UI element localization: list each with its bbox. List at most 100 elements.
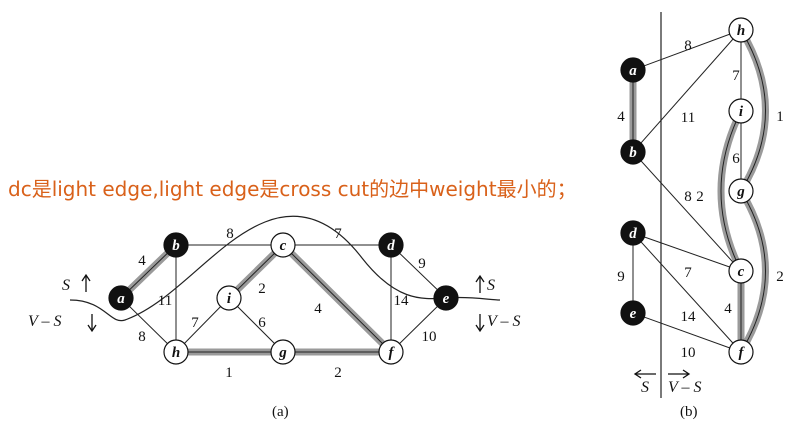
arrow-left-icon	[633, 369, 656, 379]
node-label-f: f	[389, 345, 396, 361]
node-g	[728, 178, 754, 204]
edge-i-g	[228, 297, 284, 353]
node-label-a: a	[117, 291, 125, 307]
cut-label-a-right-s: S	[487, 277, 495, 294]
edge-weight-c-f: 4	[314, 301, 322, 317]
caption-a: (a)	[272, 404, 289, 420]
arrow-right-icon	[668, 369, 691, 379]
node-f	[378, 339, 404, 365]
annotation-text: dc是light edge,light edge是cross cut的边中wei…	[8, 177, 577, 201]
edge-weight-a-h: 8	[138, 329, 146, 345]
node-e	[433, 285, 459, 311]
graph-b-edges	[629, 26, 769, 356]
edge-g-f	[740, 190, 766, 353]
edge-weight-d-c: 7	[684, 265, 692, 281]
edge-a-h	[120, 297, 177, 353]
cut-label-a-right-vs: V – S	[487, 313, 520, 330]
edge-d-e	[390, 244, 447, 299]
edge-weight-e-f: 10	[422, 329, 437, 345]
node-h	[728, 17, 754, 43]
arrow-up-icon	[81, 273, 91, 292]
node-f	[728, 339, 754, 365]
node-e	[620, 300, 646, 326]
edge-weight-d-e: 9	[418, 256, 426, 272]
cut-curve-a	[69, 215, 501, 322]
edge-weight-c-i: 2	[258, 281, 266, 297]
node-b	[620, 139, 646, 165]
arrow-up-icon	[475, 274, 485, 293]
node-label-i: i	[227, 291, 232, 307]
cut-label-b-vs: V – S	[668, 379, 701, 396]
node-d	[378, 232, 404, 258]
edge-weight-h-i: 7	[732, 68, 740, 84]
edge-weight-d-e: 9	[617, 269, 625, 285]
node-d	[620, 220, 646, 246]
edge-weight-h-i: 7	[191, 315, 199, 331]
edge-weight-i-g: 6	[732, 151, 740, 167]
node-i	[728, 98, 754, 124]
node-label-e: e	[630, 306, 637, 322]
node-label-b: b	[629, 145, 637, 161]
edge-weight-c-d: 7	[334, 226, 342, 242]
edge-c-f	[282, 244, 392, 353]
edge-weight-g-f: 2	[776, 269, 784, 285]
node-b	[163, 232, 189, 258]
node-c	[270, 232, 296, 258]
caption-b: (b)	[680, 404, 698, 420]
edge-weight-a-h: 8	[684, 38, 692, 54]
node-label-d: d	[387, 238, 395, 254]
node-label-b: b	[172, 238, 180, 254]
edge-weight-d-f: 14	[681, 309, 697, 325]
node-label-g: g	[736, 184, 745, 200]
edge-i-c	[720, 110, 742, 272]
edge-weight-d-f: 14	[394, 293, 410, 309]
edge-b-h	[632, 29, 742, 153]
edge-weight-e-f: 10	[681, 345, 696, 361]
edge-weight-b-c: 8	[684, 189, 692, 205]
node-a	[108, 285, 134, 311]
arrow-down-icon	[87, 314, 97, 333]
edge-weight-b-h: 11	[681, 110, 695, 126]
cut-label-b-s: S	[641, 379, 649, 396]
node-label-d: d	[629, 226, 637, 242]
graph-a-edges	[117, 241, 447, 356]
node-label-f: f	[739, 345, 746, 361]
cut-label-a-left-vs: V – S	[28, 313, 61, 330]
edge-e-f	[632, 312, 742, 353]
edge-d-c	[632, 232, 742, 272]
node-i	[216, 285, 242, 311]
edge-weight-i-c: 2	[696, 189, 704, 205]
edge-h-g	[740, 29, 766, 192]
edge-a-b	[120, 244, 177, 299]
graph-a-weights: 4 8 8 11 7 2 4 9 14 10 2 1 7 6	[138, 226, 436, 381]
edge-weight-h-g: 1	[776, 109, 784, 125]
node-label-e: e	[443, 291, 450, 307]
arrow-down-icon	[475, 314, 485, 333]
node-label-i: i	[739, 104, 744, 120]
edge-h-i	[175, 297, 230, 353]
node-label-c: c	[280, 238, 287, 254]
edge-weight-i-g: 6	[258, 315, 266, 331]
edge-weight-b-h: 11	[158, 293, 172, 309]
edge-weight-b-c: 8	[226, 226, 234, 242]
edge-e-f	[390, 297, 447, 353]
node-g	[270, 339, 296, 365]
edge-weight-h-g: 1	[225, 365, 233, 381]
edge-c-i	[228, 244, 284, 299]
edge-d-f	[632, 232, 742, 353]
cut-label-a-left-s: S	[62, 277, 70, 294]
edge-weight-a-b: 4	[138, 253, 146, 269]
node-label-g: g	[278, 345, 287, 361]
edge-weight-a-b: 4	[617, 109, 625, 125]
node-label-h: h	[172, 345, 180, 361]
node-h	[163, 339, 189, 365]
edge-weight-g-f: 2	[334, 365, 342, 381]
node-c	[728, 258, 754, 284]
node-label-a: a	[629, 63, 637, 79]
edge-b-c	[632, 151, 742, 272]
node-label-h: h	[737, 23, 745, 39]
graph-a-nodes: a b c d e f g h i	[108, 232, 459, 365]
